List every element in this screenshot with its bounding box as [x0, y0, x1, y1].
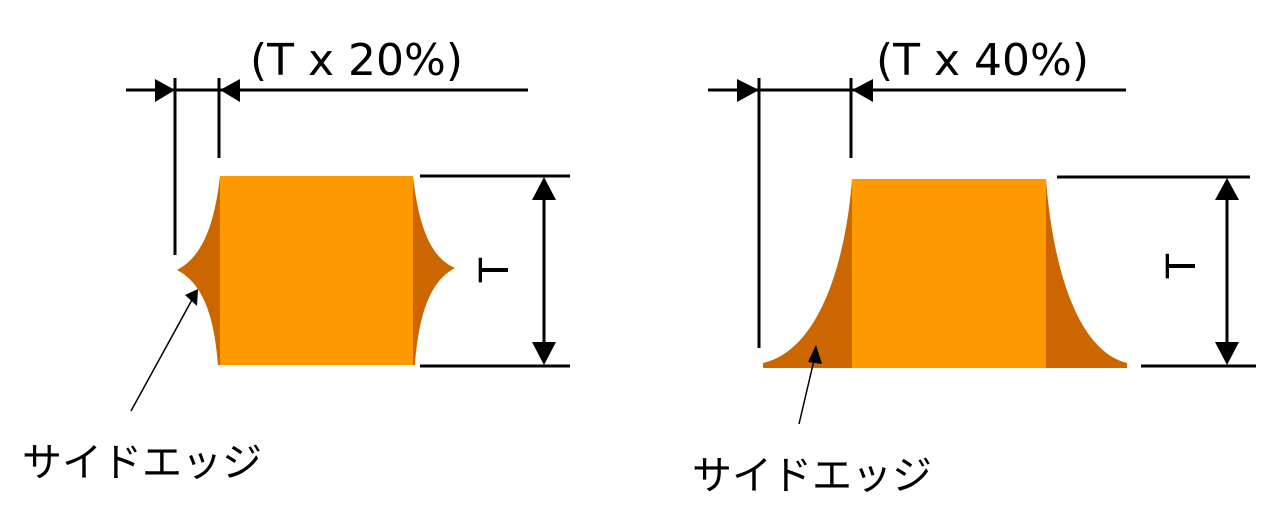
- chip-right: [763, 179, 1127, 368]
- thickness-label: T: [1159, 253, 1205, 279]
- dimension-label: (T x 20%): [250, 35, 463, 86]
- arrow-up-icon: [1215, 178, 1239, 200]
- arrow-up-icon: [532, 177, 556, 200]
- diagram-right: (T x 40%) T サイドエッジ: [692, 35, 1256, 499]
- width-dimension-right: (T x 40%): [708, 35, 1126, 348]
- callout-left: サイドエッジ: [22, 289, 262, 486]
- width-dimension-left: (T x 20%): [126, 35, 528, 255]
- callout-arrow-icon: [808, 345, 822, 364]
- thickness-dimension-right: T: [1057, 175, 1256, 368]
- callout-label: サイドエッジ: [22, 440, 262, 486]
- side-edge-right: [413, 176, 455, 365]
- chip-body: [220, 176, 413, 365]
- arrow-right-icon: [737, 79, 759, 102]
- arrow-right-icon: [155, 79, 175, 102]
- side-edge-left: [177, 176, 220, 365]
- arrow-left-icon: [220, 79, 240, 102]
- diagram-left: (T x 20%) T サイドエッジ: [22, 35, 570, 486]
- arrow-left-icon: [852, 79, 873, 102]
- thickness-dimension-left: T: [420, 174, 570, 368]
- arrow-down-icon: [532, 342, 556, 365]
- chip-body: [852, 179, 1046, 368]
- thickness-label: T: [472, 257, 518, 283]
- callout-arrow-icon: [185, 289, 198, 306]
- chip-left: [177, 176, 455, 365]
- side-edge-right: [1046, 179, 1127, 368]
- callout-label: サイドエッジ: [692, 453, 932, 499]
- callout-right: サイドエッジ: [692, 345, 932, 499]
- side-edge-left: [763, 179, 852, 368]
- arrow-down-icon: [1215, 342, 1239, 365]
- dimension-label: (T x 40%): [876, 35, 1089, 86]
